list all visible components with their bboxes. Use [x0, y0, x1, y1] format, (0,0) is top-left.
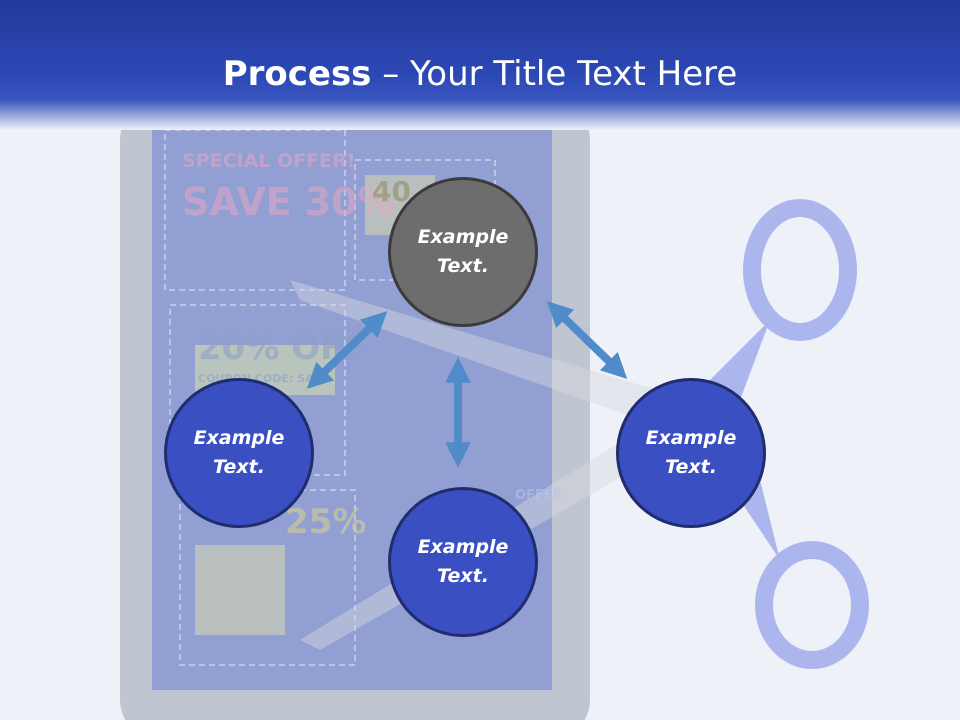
coupon-special-offer: SPECIAL OFFER!	[182, 150, 356, 172]
title-rest: – Your Title Text Here	[371, 54, 738, 94]
node-bottom-line2: Text.	[437, 565, 489, 587]
node-top-line2: Text.	[437, 255, 489, 277]
node-left-line2: Text.	[213, 456, 265, 478]
title-strong: Process	[222, 54, 372, 94]
coupon-offer: OFFER	[515, 488, 563, 503]
node-right-line2: Text.	[665, 456, 717, 478]
node-right-line1: Example	[645, 427, 737, 449]
coupon-20-off: 20% OFF	[198, 328, 367, 368]
node-left-line1: Example	[193, 427, 285, 449]
title-band	[0, 0, 960, 130]
coupon-40: 40	[372, 175, 411, 208]
slide-title: Process – Your Title Text Here	[0, 52, 960, 96]
node-bottom-line1: Example	[417, 536, 509, 558]
node-top-line1: Example	[417, 226, 509, 248]
coupon-save-30: SAVE 30%	[182, 180, 396, 224]
coupon-25: 25%	[285, 502, 367, 542]
